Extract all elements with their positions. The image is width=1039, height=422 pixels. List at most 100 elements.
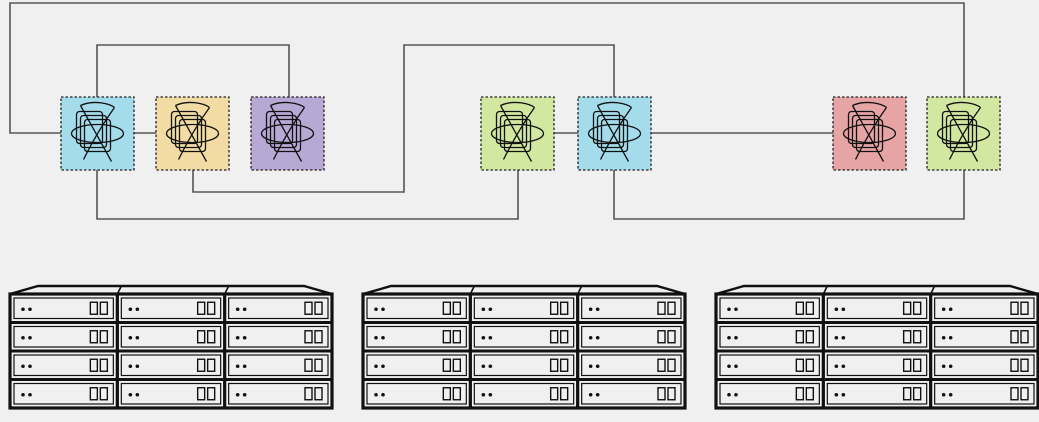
status-led <box>128 364 133 369</box>
drive-bay <box>99 387 109 401</box>
status-led <box>135 335 140 340</box>
server-unit <box>223 292 334 324</box>
server-racks <box>8 284 1039 410</box>
server-unit <box>821 349 933 381</box>
server-unit <box>115 349 227 381</box>
status-led <box>381 335 385 340</box>
server-unit <box>8 292 119 324</box>
status-led <box>841 307 846 312</box>
status-led <box>727 335 731 340</box>
drive-bay <box>549 387 559 401</box>
server-unit <box>468 292 580 324</box>
server-unit <box>929 292 1039 324</box>
status-led <box>381 307 385 312</box>
drive-bay <box>549 330 559 344</box>
server-unit <box>714 378 825 410</box>
server-unit <box>468 321 580 353</box>
drive-bay <box>206 330 216 344</box>
drive-bay <box>1020 330 1029 344</box>
drive-bay <box>196 358 206 372</box>
kubernetes-cluster-icon <box>165 101 220 162</box>
drive-bay <box>196 330 206 344</box>
drive-bay <box>314 301 323 315</box>
status-led <box>841 392 846 397</box>
status-led <box>135 307 140 312</box>
status-led <box>374 364 378 369</box>
status-led <box>488 335 493 340</box>
drive-bay <box>89 358 99 372</box>
status-led <box>28 364 32 369</box>
server-unit <box>361 349 472 381</box>
drive-bay <box>657 358 666 372</box>
drive-bay <box>89 387 99 401</box>
server-unit <box>714 321 825 353</box>
drive-bay <box>657 387 666 401</box>
drive-bay <box>314 330 323 344</box>
status-led <box>242 392 247 397</box>
server-unit <box>115 321 227 353</box>
drive-bay <box>795 301 805 315</box>
status-led <box>588 364 593 369</box>
status-led <box>734 392 738 397</box>
server-unit <box>361 321 472 353</box>
drive-bay <box>667 301 676 315</box>
kubernetes-cluster-icon <box>70 101 125 162</box>
server-unit <box>714 349 825 381</box>
drive-bay <box>206 358 216 372</box>
server-rack-icon-3 <box>714 284 1039 410</box>
drive-bay <box>206 301 216 315</box>
status-led <box>588 307 593 312</box>
server-unit <box>361 292 472 324</box>
status-led <box>21 392 25 397</box>
server-unit <box>821 378 933 410</box>
status-led <box>21 335 25 340</box>
drive-bay <box>452 301 462 315</box>
drive-bay <box>559 358 569 372</box>
status-led <box>734 335 738 340</box>
drive-bay <box>805 358 815 372</box>
drive-bay <box>912 301 922 315</box>
server-unit <box>576 349 687 381</box>
drive-bay <box>304 358 313 372</box>
status-led <box>948 335 953 340</box>
drive-bay <box>1020 387 1029 401</box>
status-led <box>727 392 731 397</box>
cluster-node-n3[interactable] <box>250 96 325 171</box>
status-led <box>488 392 493 397</box>
server-unit <box>576 378 687 410</box>
drive-bay <box>795 330 805 344</box>
drive-bay <box>902 330 912 344</box>
status-led <box>374 335 378 340</box>
cluster-node-n4[interactable] <box>480 96 555 171</box>
server-unit <box>223 378 334 410</box>
drive-bay <box>805 387 815 401</box>
cluster-node-n5[interactable] <box>577 96 652 171</box>
status-led <box>381 392 385 397</box>
drive-bay <box>912 330 922 344</box>
status-led <box>235 364 240 369</box>
drive-bay <box>559 387 569 401</box>
drive-bay <box>805 301 815 315</box>
status-led <box>21 307 25 312</box>
drive-bay <box>902 387 912 401</box>
status-led <box>28 335 32 340</box>
kubernetes-cluster-icon <box>842 101 897 162</box>
status-led <box>595 335 600 340</box>
status-led <box>941 392 946 397</box>
drive-bay <box>902 358 912 372</box>
server-rack-icon-2 <box>361 284 687 410</box>
cluster-node-n2[interactable] <box>155 96 230 171</box>
server-unit <box>576 292 687 324</box>
drive-bay <box>912 358 922 372</box>
status-led <box>595 364 600 369</box>
server-unit <box>821 321 933 353</box>
drive-bay <box>657 301 666 315</box>
cluster-node-n7[interactable] <box>926 96 1001 171</box>
kubernetes-cluster-icon <box>260 101 315 162</box>
cluster-node-n1[interactable] <box>60 96 135 171</box>
status-led <box>242 307 247 312</box>
cluster-node-n6[interactable] <box>832 96 907 171</box>
drive-bay <box>452 358 462 372</box>
connection-line-n2-n5 <box>192 44 615 193</box>
kubernetes-cluster-icon <box>936 101 991 162</box>
